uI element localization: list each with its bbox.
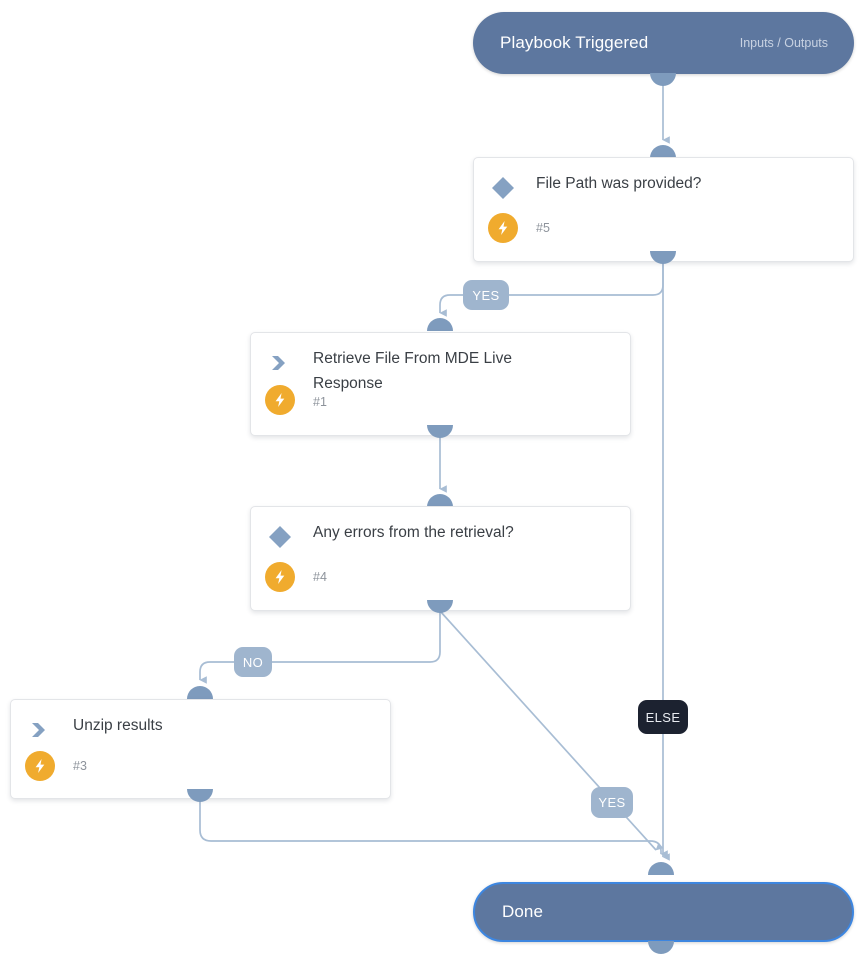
handle-5-out[interactable] xyxy=(650,251,676,264)
handle-1-out[interactable] xyxy=(427,425,453,438)
handle-3-out[interactable] xyxy=(187,789,213,802)
node-number: #1 xyxy=(313,395,327,409)
chevron-right-icon xyxy=(267,350,293,376)
node-unzip-results[interactable]: Unzip results #3 xyxy=(10,699,391,799)
handle-3-in[interactable] xyxy=(187,686,213,699)
node-file-path-was-provided[interactable]: File Path was provided? #5 xyxy=(473,157,854,262)
node-playbook-triggered[interactable]: Playbook Triggered Inputs / Outputs xyxy=(473,12,854,74)
node-number: #5 xyxy=(536,221,550,235)
node-title: Retrieve File From MDE Live Response xyxy=(313,350,512,392)
edge-label-no[interactable]: NO xyxy=(234,647,272,677)
node-title: Any errors from the retrieval? xyxy=(313,524,514,541)
handle-done-in[interactable] xyxy=(648,862,674,875)
lightning-bolt-icon[interactable] xyxy=(488,213,518,243)
node-title: Unzip results xyxy=(73,717,163,734)
lightning-bolt-icon[interactable] xyxy=(265,385,295,415)
node-number: #4 xyxy=(313,570,327,584)
node-title: Playbook Triggered xyxy=(500,33,649,52)
handle-5-in[interactable] xyxy=(650,145,676,158)
edge-label-else[interactable]: ELSE xyxy=(638,700,688,734)
diamond-icon xyxy=(267,524,293,550)
lightning-bolt-icon[interactable] xyxy=(265,562,295,592)
node-title: Done xyxy=(502,902,544,921)
edge-label-yes-bottom[interactable]: YES xyxy=(591,787,633,818)
handle-start-out[interactable] xyxy=(650,73,676,86)
node-number: #3 xyxy=(73,759,87,773)
node-done[interactable]: Done xyxy=(473,882,854,942)
handle-4-out[interactable] xyxy=(427,600,453,613)
diamond-icon xyxy=(490,175,516,201)
edge-label-yes-top[interactable]: YES xyxy=(463,280,509,310)
node-any-errors-from-the-retrieval[interactable]: Any errors from the retrieval? #4 xyxy=(250,506,631,611)
chevron-right-icon xyxy=(27,717,53,743)
node-subtitle-inputs-outputs[interactable]: Inputs / Outputs xyxy=(739,36,828,50)
node-retrieve-file-from-mde-live-response[interactable]: Retrieve File From MDE Live Response #1 xyxy=(250,332,631,436)
node-title: File Path was provided? xyxy=(536,175,702,192)
lightning-bolt-icon[interactable] xyxy=(25,751,55,781)
handle-1-in[interactable] xyxy=(427,318,453,331)
handle-4-in[interactable] xyxy=(427,494,453,507)
handle-done-out[interactable] xyxy=(648,941,674,954)
